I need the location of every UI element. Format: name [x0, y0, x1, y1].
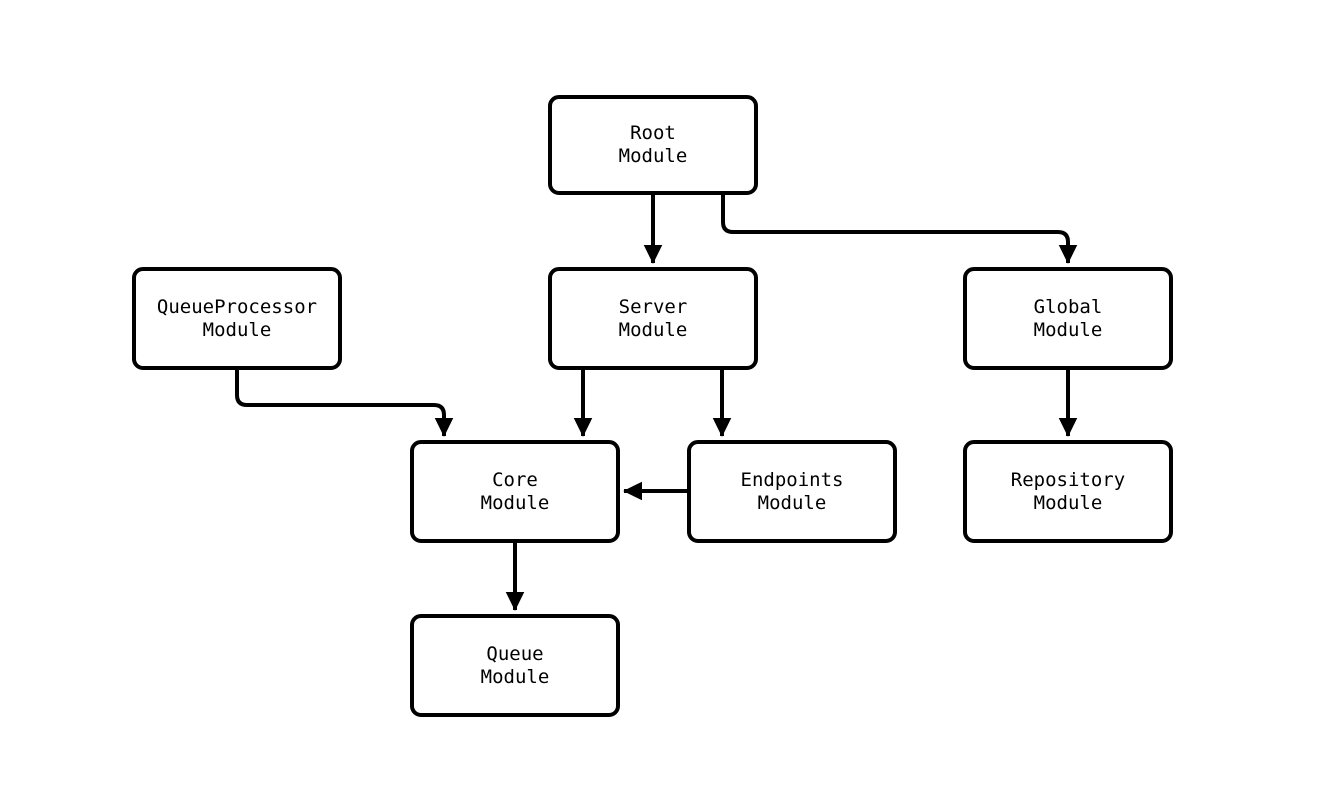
node-queue-module[interactable]: Queue Module — [410, 614, 620, 717]
node-server-module[interactable]: Server Module — [548, 267, 758, 370]
node-queueprocessor-module[interactable]: QueueProcessor Module — [132, 267, 342, 370]
edge-root-to-global — [721, 195, 1078, 264]
node-endpoints-module[interactable]: Endpoints Module — [687, 440, 897, 543]
node-repository-module-line2: Module — [1033, 491, 1103, 514]
node-endpoints-module-line2: Module — [757, 491, 827, 514]
node-global-module[interactable]: Global Module — [963, 267, 1173, 370]
node-server-module-line1: Server — [618, 295, 688, 318]
node-queue-module-line2: Module — [480, 665, 550, 688]
node-endpoints-module-line1: Endpoints — [740, 468, 844, 491]
node-queueprocessor-module-line2: Module — [202, 318, 272, 341]
node-root-module-line2: Module — [618, 145, 688, 167]
node-core-module-line1: Core — [492, 468, 538, 491]
node-core-module[interactable]: Core Module — [410, 440, 620, 543]
node-global-module-line2: Module — [1033, 318, 1103, 341]
node-root-module-line1: Root — [630, 122, 676, 144]
node-server-module-line2: Module — [618, 318, 688, 341]
node-global-module-line1: Global — [1033, 295, 1103, 318]
edge-queueprocessor-to-core — [235, 370, 454, 437]
node-queueprocessor-module-line1: QueueProcessor — [156, 295, 318, 318]
node-repository-module[interactable]: Repository Module — [963, 440, 1173, 543]
node-root-module[interactable]: Root Module — [548, 95, 758, 195]
node-queue-module-line1: Queue — [486, 642, 544, 665]
node-core-module-line2: Module — [480, 491, 550, 514]
node-repository-module-line1: Repository — [1010, 468, 1126, 491]
